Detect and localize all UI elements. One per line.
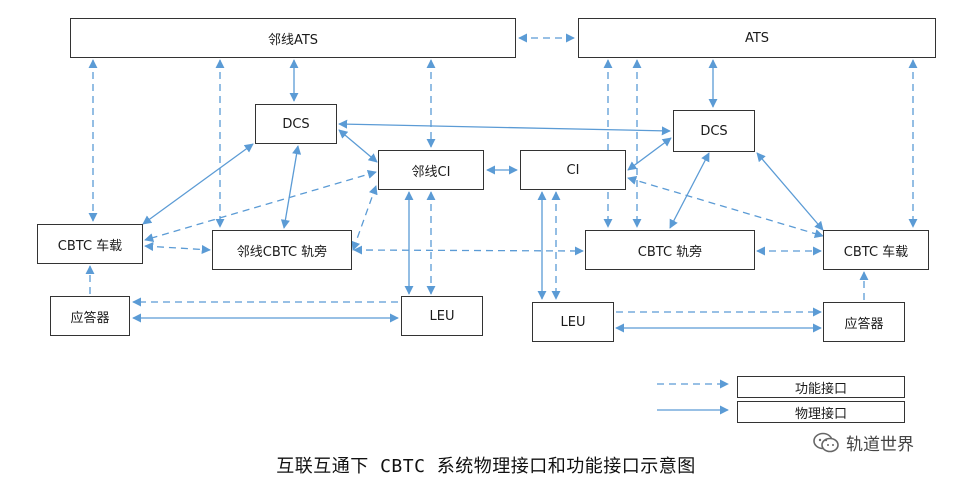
node-ci-neighbor: 邻线CI [378, 150, 484, 190]
node-cbtc-wayside-neighbor: 邻线CBTC 轨旁 [212, 230, 352, 270]
functional-interface-line-25 [353, 245, 584, 256]
functional-interface-line-18 [351, 185, 378, 251]
edge-layer [85, 33, 918, 415]
physical-interface-line-15 [756, 152, 824, 231]
watermark: 轨道世界 [812, 430, 914, 455]
node-ats: ATS [578, 18, 936, 58]
node-cbtc-onboard-right: CBTC 车载 [823, 230, 929, 270]
node-leu-left: LEU [401, 296, 483, 336]
node-dcs: DCS [673, 110, 755, 152]
node-cbtc-onboard-left: CBTC 车载 [37, 224, 143, 264]
node-balise-left: 应答器 [50, 296, 130, 336]
physical-interface-line-12 [338, 129, 378, 163]
legend-physical-label: 物理接口 [737, 401, 905, 423]
legend-functional-label: 功能接口 [737, 376, 905, 398]
physical-interface-line-14 [669, 152, 710, 229]
diagram-caption: 互联互通下 CBTC 系统物理接口和功能接口示意图 [276, 456, 696, 477]
physical-interface-line-11 [280, 145, 302, 229]
node-ats-neighbor: 邻线ATS [70, 18, 516, 58]
physical-interface-line-10 [142, 143, 254, 225]
functional-interface-line-23 [627, 175, 824, 239]
node-cbtc-wayside: CBTC 轨旁 [585, 230, 755, 270]
node-balise-right: 应答器 [823, 302, 905, 342]
node-leu-right: LEU [532, 302, 614, 342]
physical-interface-line-13 [627, 137, 672, 171]
functional-interface-line-17 [144, 169, 377, 243]
node-ci: CI [520, 150, 626, 190]
wechat-icon [813, 432, 839, 452]
node-dcs-neighbor: DCS [255, 104, 337, 144]
physical-interface-line-9 [338, 119, 671, 136]
functional-interface-line-24 [144, 241, 211, 255]
watermark-text: 轨道世界 [846, 435, 914, 455]
